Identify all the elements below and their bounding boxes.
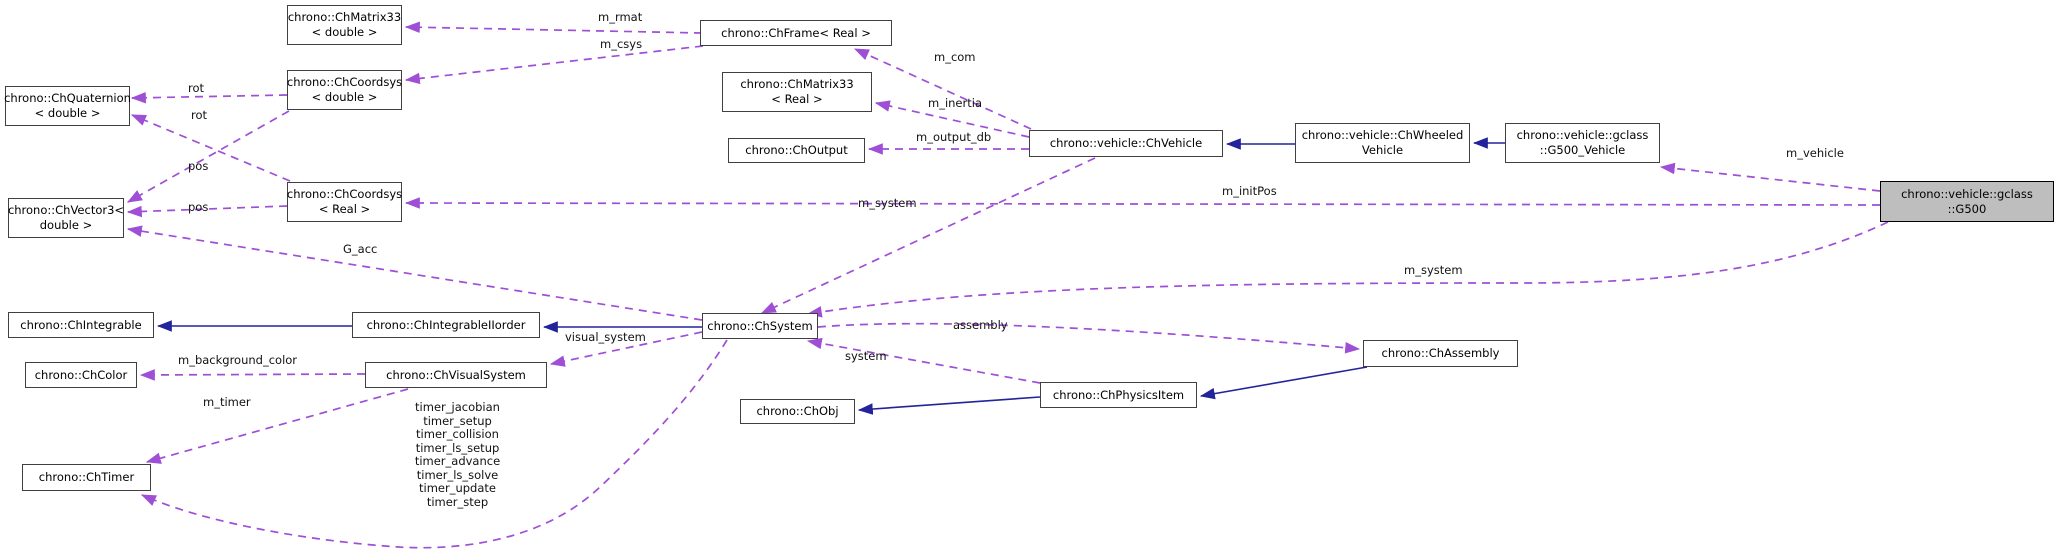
class-node-chquaternion[interactable]: chrono::ChQuaternion < double > xyxy=(4,86,131,126)
class-node-chintegrableiiorder[interactable]: chrono::ChIntegrableIIorder xyxy=(352,312,540,338)
class-node-chframe-real[interactable]: chrono::ChFrame< Real > xyxy=(700,20,892,46)
edge-label-assembly: assembly xyxy=(953,318,1008,332)
edge-m-inertia xyxy=(874,100,1030,138)
edge-m-system-vehicle xyxy=(760,157,1096,314)
edge-timers xyxy=(140,339,728,549)
class-node-chvehicle[interactable]: chrono::vehicle::ChVehicle xyxy=(1029,130,1223,157)
class-node-chassembly[interactable]: chrono::ChAssembly xyxy=(1363,340,1518,367)
edge-label-m-com: m_com xyxy=(934,50,976,64)
edge-m-vehicle xyxy=(1659,162,1881,192)
edge-m-rmat xyxy=(404,21,703,34)
class-node-g500-vehicle[interactable]: chrono::vehicle::gclass ::G500_Vehicle xyxy=(1505,123,1660,163)
edge-m-system-g500 xyxy=(806,221,1889,318)
edge-system xyxy=(806,337,1041,384)
class-node-chmatrix33-double[interactable]: chrono::ChMatrix33 < double > xyxy=(287,5,402,45)
class-node-chphysicsitem[interactable]: chrono::ChPhysicsItem xyxy=(1040,382,1197,408)
edge-label-m-system-vehicle: m_system xyxy=(858,196,917,210)
class-node-chtimer[interactable]: chrono::ChTimer xyxy=(22,464,151,491)
class-node-chintegrable[interactable]: chrono::ChIntegrable xyxy=(8,312,154,338)
class-node-chcoordsys-real[interactable]: chrono::ChCoordsys < Real > xyxy=(287,182,402,222)
edge-rot-coordsys-double xyxy=(130,91,288,104)
edge-m-initpos xyxy=(404,197,1881,209)
edge-visual-system xyxy=(549,331,703,367)
edge-label-visual-system: visual_system xyxy=(565,330,646,344)
edge-inherit-chassembly-chphysicsitem xyxy=(1199,366,1368,400)
edge-m-timer xyxy=(145,388,409,464)
edge-label-system: system xyxy=(845,349,887,363)
edge-assembly xyxy=(817,322,1361,354)
class-node-chsystem[interactable]: chrono::ChSystem xyxy=(702,313,818,339)
edge-inherit-chphysicsitem-chobj xyxy=(857,396,1041,415)
class-node-chobj[interactable]: chrono::ChObj xyxy=(740,399,855,424)
edge-pos-coordsys-double xyxy=(126,110,290,203)
edge-m-com xyxy=(853,48,1032,130)
class-node-chvector3[interactable]: chrono::ChVector3< double > xyxy=(8,198,124,238)
class-node-chcoordsys-double[interactable]: chrono::ChCoordsys < double > xyxy=(287,70,402,110)
edge-label-rot-2: rot xyxy=(191,108,208,122)
edge-label-pos-1: pos xyxy=(188,159,209,173)
edge-label-m-background-color: m_background_color xyxy=(178,353,298,367)
class-node-g500[interactable]: chrono::vehicle::gclass ::G500 xyxy=(1880,181,2054,222)
edge-label-m-rmat: m_rmat xyxy=(598,10,643,24)
edge-label-pos-2: pos xyxy=(188,200,209,214)
class-node-chcolor[interactable]: chrono::ChColor xyxy=(25,362,137,388)
edge-g-acc xyxy=(126,225,703,321)
edge-label-m-csys: m_csys xyxy=(600,37,643,51)
edge-label-m-inertia: m_inertia xyxy=(928,96,982,110)
edge-m-csys xyxy=(404,45,704,85)
class-node-chvisualsystem[interactable]: chrono::ChVisualSystem xyxy=(365,362,547,388)
edge-label-m-timer: m_timer xyxy=(203,395,251,409)
edge-label-g-acc: G_acc xyxy=(343,242,378,256)
class-node-chwheeledvehicle[interactable]: chrono::vehicle::ChWheeled Vehicle xyxy=(1295,123,1470,163)
edge-label-m-system-g500: m_system xyxy=(1404,263,1463,277)
edge-label-timers: timer_jacobian timer_setup timer_collisi… xyxy=(414,400,501,509)
class-node-choutput[interactable]: chrono::ChOutput xyxy=(728,138,865,163)
edge-pos-coordsys-real xyxy=(126,205,288,218)
edge-label-rot-1: rot xyxy=(188,81,205,95)
edge-rot-coordsys-real xyxy=(130,114,291,182)
edge-label-m-initpos: m_initPos xyxy=(1222,184,1277,198)
class-node-chmatrix33-real[interactable]: chrono::ChMatrix33 < Real > xyxy=(722,72,872,112)
edge-label-m-output-db: m_output_db xyxy=(916,130,992,144)
edge-m-background-color xyxy=(139,369,366,381)
edge-label-m-vehicle: m_vehicle xyxy=(1786,146,1844,160)
